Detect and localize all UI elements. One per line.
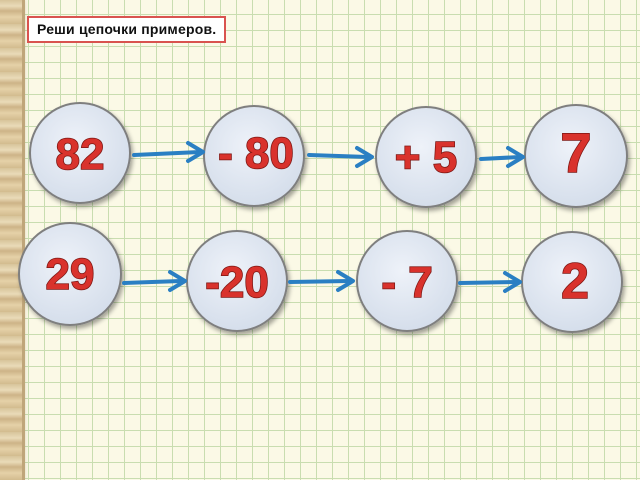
chain-1-arrow-2 — [307, 146, 374, 168]
chain-2-step-3: - 7 — [356, 230, 458, 332]
decorative-left-border — [0, 0, 25, 480]
chain-2-step-1: 29 — [18, 222, 122, 326]
chain-2-arrow-1 — [122, 270, 187, 292]
chain-1-step-2: - 80 — [203, 105, 305, 207]
chain-2-step-2: -20 — [186, 230, 288, 332]
chain-1-step-4-text: 7 — [560, 121, 591, 184]
chain-1-arrow-3 — [479, 146, 525, 168]
chain-2-step-4: 2 — [521, 231, 623, 333]
chain-1-step-1: 82 — [29, 102, 131, 204]
chain-1-step-3: + 5 — [375, 106, 477, 208]
chain-1-step-2-text: - 80 — [218, 129, 294, 178]
chain-1-arrow-1 — [132, 141, 205, 163]
chain-2-arrow-3 — [458, 271, 522, 293]
chain-2-step-2-text: -20 — [205, 258, 269, 307]
task-title: Реши цепочки примеров. — [27, 16, 227, 43]
chain-2-step-3-text: - 7 — [381, 258, 432, 307]
chain-1-step-1-text: 82 — [56, 130, 105, 179]
chain-2-step-1-text: 29 — [46, 250, 95, 299]
chain-1-step-3-text: + 5 — [395, 133, 457, 182]
chain-1-step-4: 7 — [524, 104, 628, 208]
chain-2-arrow-2 — [288, 270, 355, 292]
chain-2-step-4-text: 2 — [561, 253, 589, 309]
